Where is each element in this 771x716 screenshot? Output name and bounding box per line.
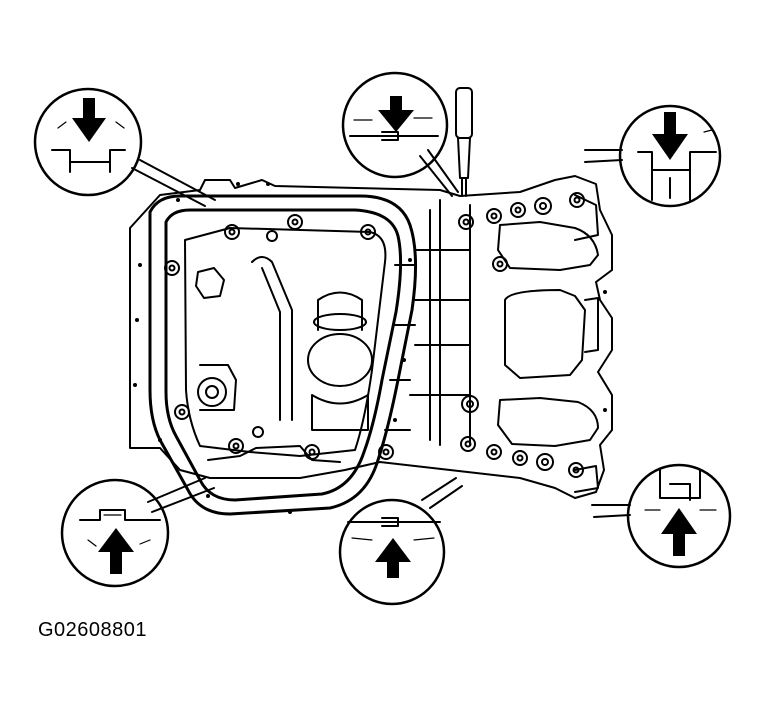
callout-top-left	[33, 87, 143, 197]
arrow-down-icon	[72, 98, 106, 142]
right-cavity-upper	[497, 221, 599, 271]
oil-pan-body	[129, 175, 613, 516]
leader-top-left	[131, 159, 216, 207]
leader-top-right	[584, 149, 623, 163]
leader-top-center	[419, 149, 459, 197]
sealant-tool	[455, 87, 473, 197]
callout-bottom-center	[338, 498, 446, 606]
callout-top-center	[341, 71, 449, 179]
oil-pan-gasket-inner	[164, 208, 403, 502]
callout-bottom-left	[60, 478, 170, 588]
right-cavity-middle	[504, 289, 586, 379]
right-cavity-lower	[497, 397, 599, 447]
drain-boss	[195, 267, 225, 299]
oil-pan-sump-inner	[184, 227, 387, 457]
pan-bolts	[164, 192, 585, 478]
arrow-up-icon	[375, 538, 411, 578]
oil-drain-plug-center	[205, 385, 219, 399]
oil-pan-outer-outline	[129, 175, 613, 499]
edge-dots	[133, 182, 607, 514]
arrow-down-icon	[652, 112, 688, 160]
arrow-up-icon	[98, 528, 134, 574]
gasket-bottom-tab	[207, 445, 341, 463]
right-flange	[574, 194, 599, 493]
leader-bottom-right	[591, 504, 631, 518]
oil-pan-gasket-outer	[148, 194, 418, 516]
figure-code: G02608801	[38, 619, 148, 641]
drain-bracket	[199, 364, 237, 411]
sump-bowl-neck	[311, 291, 369, 431]
sump-bowl	[307, 333, 373, 387]
callout-bottom-right	[626, 463, 732, 569]
right-edge-detail	[584, 297, 599, 353]
sealant-tool-body	[455, 87, 473, 139]
callout-top-right	[618, 104, 722, 208]
sealant-tool-nozzle	[457, 137, 471, 179]
structural-ribs	[384, 199, 471, 446]
oil-drain-plug	[197, 377, 227, 407]
leader-bottom-center	[421, 477, 463, 509]
oil-pickup-tube	[251, 256, 293, 421]
arrow-down-icon	[378, 96, 414, 132]
sump-bowl-top	[313, 313, 367, 331]
arrow-up-icon	[661, 508, 697, 556]
